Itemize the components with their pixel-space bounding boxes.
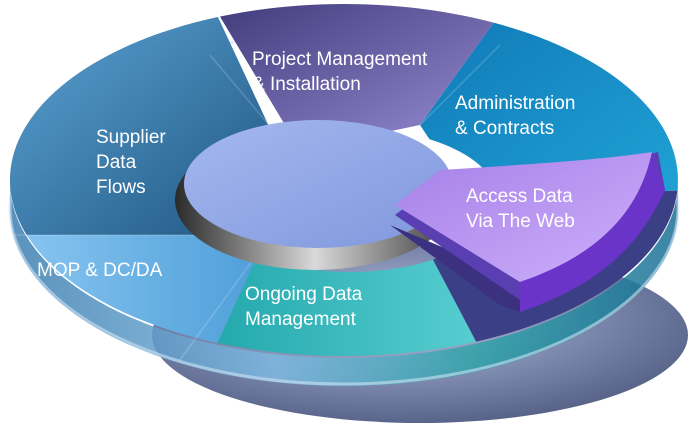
label-project: Project Management & Installation bbox=[252, 49, 428, 95]
label-web: Access Data Via The Web bbox=[466, 186, 575, 232]
ring-side bbox=[10, 182, 678, 386]
center-disk bbox=[184, 120, 452, 248]
label-admin: Administration & Contracts bbox=[455, 93, 576, 139]
label-supplier: Supplier Data Flows bbox=[96, 127, 166, 198]
segment-ongoing bbox=[180, 235, 520, 356]
label-mop: MOP & DC/DA bbox=[37, 260, 163, 281]
segment-web bbox=[390, 152, 665, 312]
label-ongoing: Ongoing Data Management bbox=[245, 284, 363, 330]
segment-project bbox=[210, 4, 510, 150]
